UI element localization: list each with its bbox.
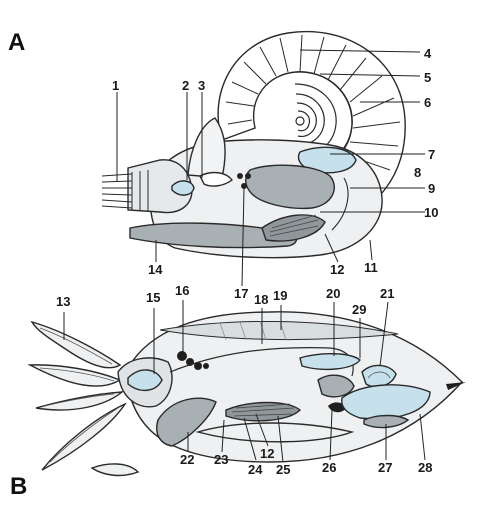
stomach-folds [367, 371, 391, 379]
label-24: 24 [248, 462, 263, 477]
label-26: 26 [322, 460, 336, 475]
number-labels: 1 2 3 4 5 6 7 8 9 10 11 12 14 17 13 15 1… [56, 46, 438, 477]
digestive-gland [299, 353, 361, 371]
leader-lines [63, 49, 426, 463]
label-10: 10 [424, 205, 438, 220]
siphuncle [331, 177, 349, 231]
label-3: 3 [198, 78, 205, 93]
label-7: 7 [428, 147, 435, 162]
nautilus-figure [101, 31, 406, 259]
label-14: 14 [148, 262, 163, 277]
label-21: 21 [380, 286, 394, 301]
label-11: 11 [364, 260, 378, 275]
label-12-b: 12 [260, 446, 274, 461]
nautilus-eye [171, 180, 195, 196]
nautilus-funnel [129, 222, 298, 249]
label-18: 18 [254, 292, 268, 307]
squid-funnel [156, 397, 217, 447]
label-2: 2 [182, 78, 189, 93]
squid-gonad [341, 384, 431, 420]
squid-heart [317, 374, 355, 398]
gladius [159, 320, 399, 341]
label-13: 13 [56, 294, 70, 309]
label-5: 5 [424, 70, 431, 85]
gill-lamellae [269, 214, 319, 237]
squid-eye [127, 369, 163, 391]
label-16: 16 [175, 283, 189, 298]
label-1: 1 [112, 78, 119, 93]
label-22: 22 [180, 452, 194, 467]
label-25: 25 [276, 462, 290, 477]
squid-gill-lamellae [231, 403, 295, 417]
label-17: 17 [234, 286, 248, 301]
label-8: 8 [414, 165, 421, 180]
branchial-heart [328, 402, 346, 413]
label-28: 28 [418, 460, 432, 475]
label-27: 27 [378, 460, 392, 475]
label-19: 19 [273, 288, 287, 303]
nerve-ganglion [237, 173, 243, 179]
squid-fin-tip [446, 382, 466, 390]
squid-arms [27, 320, 140, 477]
label-9: 9 [428, 181, 435, 196]
label-6: 6 [424, 95, 431, 110]
nautilus-beak [199, 171, 233, 187]
visceral-mass [245, 164, 335, 210]
label-12-a: 12 [330, 262, 344, 277]
panel-label-a: A [8, 29, 25, 56]
label-15: 15 [146, 290, 160, 305]
nerve-ganglion [245, 173, 251, 179]
label-20: 20 [326, 286, 340, 301]
squid-figure [27, 311, 466, 477]
panel-label-b: B [10, 473, 27, 500]
nerve-ganglion [241, 183, 247, 189]
label-23: 23 [214, 452, 228, 467]
nautilus-hood [187, 117, 226, 179]
squid-mantle-cavity [195, 422, 355, 443]
label-4: 4 [424, 46, 432, 61]
squid-kidney [363, 414, 410, 429]
label-29: 29 [352, 302, 366, 317]
